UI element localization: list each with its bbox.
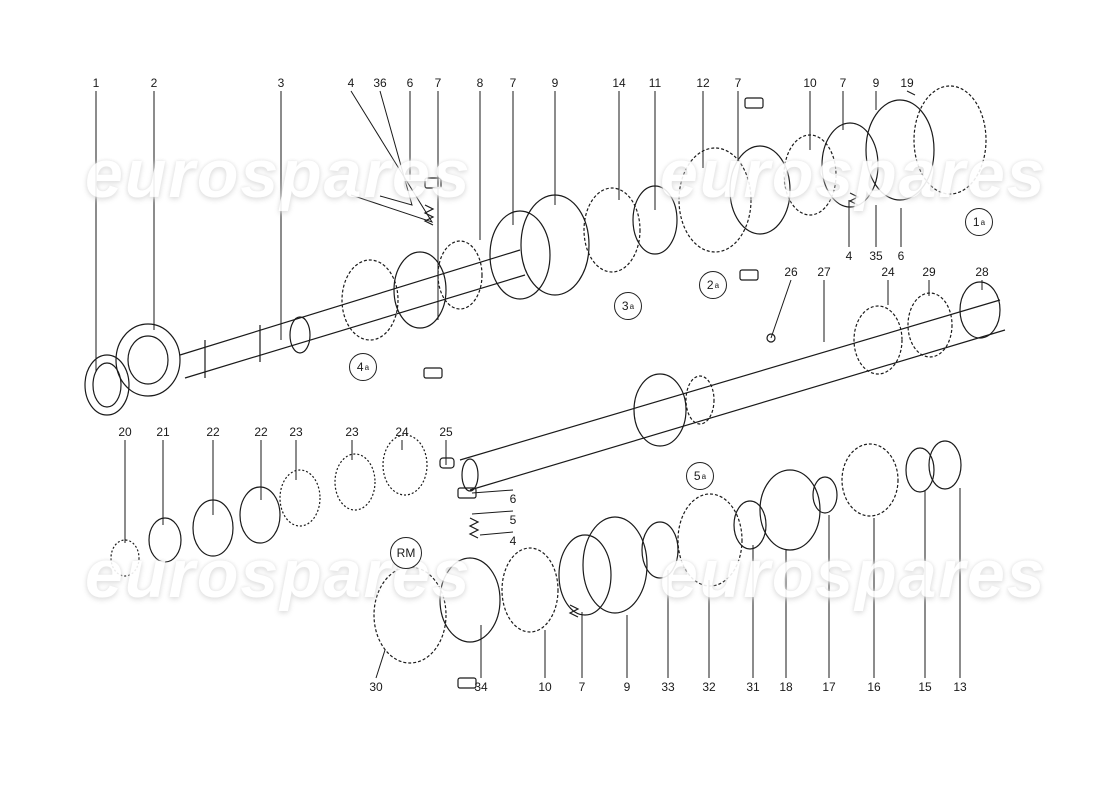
part-callout-30[interactable]: 30 [369, 680, 383, 694]
gear-badge-number: 5 [693, 469, 701, 483]
leader-line-26 [770, 279, 792, 339]
leader-line-4 [479, 531, 514, 536]
part-callout-5[interactable]: 5 [509, 513, 517, 527]
primary-shaft-assembly [84, 85, 987, 416]
gear-badge-number: 3 [621, 299, 629, 313]
part-callout-24[interactable]: 24 [395, 425, 409, 439]
leader-line-6 [471, 489, 514, 494]
part-callout-17[interactable]: 17 [822, 680, 836, 694]
gear-badge-ordinal: a [629, 301, 635, 311]
part-callout-18[interactable]: 18 [779, 680, 793, 694]
leader-line-36 [379, 90, 413, 206]
part-callout-10[interactable]: 10 [538, 680, 552, 694]
part-callout-2[interactable]: 2 [150, 76, 158, 90]
part-callout-13[interactable]: 13 [953, 680, 967, 694]
secondary-shaft-assembly [110, 281, 1006, 689]
part-callout-33[interactable]: 33 [661, 680, 675, 694]
part-callout-6[interactable]: 6 [509, 492, 517, 506]
leader-line-4 [350, 90, 434, 223]
part-callout-16[interactable]: 16 [867, 680, 881, 694]
part-callout-6[interactable]: 6 [897, 249, 905, 263]
leader-line-30 [375, 649, 386, 679]
gear-badge-ordinal: a [714, 280, 720, 290]
callout-leader-lines [95, 90, 983, 679]
part-callout-7[interactable]: 7 [578, 680, 586, 694]
part-callout-1[interactable]: 1 [92, 76, 100, 90]
part-callout-7[interactable]: 7 [434, 76, 442, 90]
part-callout-4[interactable]: 4 [347, 76, 355, 90]
part-callout-3[interactable]: 3 [277, 76, 285, 90]
part-callout-15[interactable]: 15 [918, 680, 932, 694]
part-callout-20[interactable]: 20 [118, 425, 132, 439]
part-callout-29[interactable]: 29 [922, 265, 936, 279]
part-callout-4[interactable]: 4 [845, 249, 853, 263]
part-callout-9[interactable]: 9 [551, 76, 559, 90]
part-callout-36[interactable]: 36 [373, 76, 387, 90]
part-callout-7[interactable]: 7 [734, 76, 742, 90]
part-callout-27[interactable]: 27 [817, 265, 831, 279]
part-callout-22[interactable]: 22 [206, 425, 220, 439]
leader-line-19 [906, 90, 916, 96]
part-callout-9[interactable]: 9 [623, 680, 631, 694]
gear-badge-ordinal: a [364, 362, 370, 372]
part-callout-24[interactable]: 24 [881, 265, 895, 279]
part-callout-9[interactable]: 9 [872, 76, 880, 90]
gear-badge-number: 4 [356, 360, 364, 374]
part-callout-19[interactable]: 19 [900, 76, 914, 90]
part-callout-34[interactable]: 34 [474, 680, 488, 694]
leader-line-5 [471, 510, 514, 515]
part-callout-22[interactable]: 22 [254, 425, 268, 439]
part-callout-8[interactable]: 8 [476, 76, 484, 90]
part-callout-32[interactable]: 32 [702, 680, 716, 694]
part-callout-4[interactable]: 4 [509, 534, 517, 548]
part-callout-21[interactable]: 21 [156, 425, 170, 439]
gear-badge-ordinal: a [701, 471, 707, 481]
gear-badge-number: RM [396, 546, 416, 560]
part-callout-23[interactable]: 23 [289, 425, 303, 439]
part-callout-25[interactable]: 25 [439, 425, 453, 439]
part-callout-7[interactable]: 7 [839, 76, 847, 90]
part-callout-31[interactable]: 31 [746, 680, 760, 694]
gear-badge-ordinal: a [980, 217, 986, 227]
part-callout-7[interactable]: 7 [509, 76, 517, 90]
gear-badge-rm[interactable]: RM [390, 537, 422, 569]
part-callout-11[interactable]: 11 [648, 76, 662, 90]
gear-badge-number: 2 [706, 278, 714, 292]
part-callout-26[interactable]: 26 [784, 265, 798, 279]
part-callout-12[interactable]: 12 [696, 76, 710, 90]
gear-badge-number: 1 [972, 215, 980, 229]
part-callout-14[interactable]: 14 [612, 76, 626, 90]
part-callout-28[interactable]: 28 [975, 265, 989, 279]
part-callout-23[interactable]: 23 [345, 425, 359, 439]
part-callout-35[interactable]: 35 [869, 249, 883, 263]
part-callout-10[interactable]: 10 [803, 76, 817, 90]
part-callout-6[interactable]: 6 [406, 76, 414, 90]
